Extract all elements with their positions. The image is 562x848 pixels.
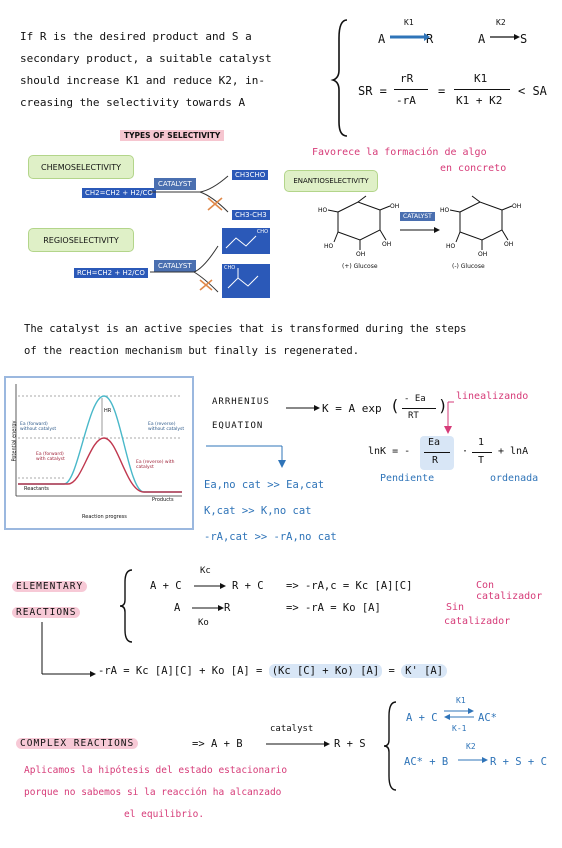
step-2-arrow [458,757,488,763]
svg-text:HO: HO [318,207,328,214]
arrhenius-label: ARRHENIUS EQUATION [212,397,270,431]
elementary-title: ELEMENTARY REACTIONS [12,574,88,626]
chemo-product-1: CH3CHO [232,170,269,180]
comparisons: Ea,no cat >> Ea,cat K,cat >> K,no cat -r… [204,479,337,543]
svg-text:OH: OH [356,251,365,258]
complex-step-2: AC* + B K2 R + S + C [404,742,547,768]
equilibrium-arrows [444,708,474,720]
note-favorece: Favorece la formación de algo en concret… [312,147,507,174]
catalyst-definition: The catalyst is an active species that i… [24,323,467,357]
svg-text:OH: OH [512,203,521,210]
total-arrow [41,622,96,677]
svg-text:OH: OH [478,251,487,258]
glucose-left: HO OH HO OH OH [318,195,399,258]
intro-line: should increase K1 and reduce K2, in- [20,74,266,87]
glucose-left-label: (+) Glucose [342,263,378,270]
elementary-r2-arrow [192,605,224,611]
elementary-brace [119,569,133,643]
enantioselectivity-box: ENANTIOSELECTIVITY [284,170,378,192]
complex-arrow [266,741,330,747]
svg-text:OH: OH [382,241,391,248]
elementary-r1: A + C Kc R + C => -rA,c = Kc [A][C] Con … [150,566,543,602]
complex-step-1: A + C K1 K-1 AC* [406,696,497,733]
intro-line: secondary product, a suitable catalyst [20,52,272,65]
chemo-arrows [150,175,229,213]
arrow-r2 [490,34,520,40]
linearize-note: linealizando [456,391,529,402]
chemo-catalyst: CATALYST [154,178,196,190]
regioselectivity-box: REGIOSELECTIVITY [28,228,134,252]
regio-product-2: CHO [222,264,270,298]
regio-catalyst: CATALYST [154,260,196,272]
svg-text:OH: OH [390,203,399,210]
svg-text:HO: HO [324,243,334,250]
arrhenius-arrow [286,405,320,411]
pendiente-label: Pendiente [380,473,435,484]
intro-line: creasing the selectivity towards A [20,96,246,109]
regio-arrows [150,245,219,293]
ordenada-label: ordenada [490,473,539,484]
chemo-product-2: CH3-CH3 [232,210,270,220]
glucose-right-label: (-) Glucose [452,263,485,270]
elementary-r2: A Ko R => -rA = Ko [A] Sin catalizador [174,602,511,628]
complex-note: Aplicamos la hipótesis del estado estaci… [24,765,288,820]
svg-text:HO: HO [440,207,450,214]
svg-text:HO: HO [446,243,456,250]
energy-diagram: Potential energy HR Ea (forward) without… [4,376,194,530]
chemo-reactant: CH2=CH2 + H2/CO [82,188,156,198]
linearize-arrow [444,401,454,434]
comparison-arrow [206,445,286,468]
enantio-arrow [400,227,440,233]
regio-product-1: CHO [222,228,270,254]
arrhenius-equation: K = A exp ( - Ea RT ) [322,394,448,421]
arrow-r1 [390,33,430,41]
types-title: TYPES OF SELECTIVITY [120,130,225,141]
reaction-1: A K1 R [378,18,434,46]
complex-equation: => A + B [192,738,243,750]
complex-catalyst: catalyst [270,724,314,734]
selectivity-formula: SR = rR -rA = K1 K1 + K2 < SA [358,72,547,107]
regio-reactant: RCH=CH2 + H2/CO [74,268,148,278]
complex-brace [383,701,397,791]
elementary-r1-arrow [194,583,226,589]
ln-equation: lnK = - Ea R · 1 T + lnA [368,436,558,472]
total-rate: -rA = Kc [A][C] + Ko [A] = (Kc [C] + Ko)… [98,664,448,678]
complex-title: COMPLEX REACTIONS [16,738,139,749]
chemoselectivity-box: CHEMOSELECTIVITY [28,155,134,179]
intro-line: If R is the desired product and S a [20,30,252,43]
intro-text: If R is the desired product and S a seco… [20,26,340,114]
reaction-2: A K2 S [478,18,528,46]
glucose-right: HO OH HO OH OH [440,195,521,258]
complex-products: R + S [334,738,366,750]
svg-text:OH: OH [504,241,513,248]
enantio-catalyst: CATALYST [400,212,435,221]
brace [330,19,348,137]
